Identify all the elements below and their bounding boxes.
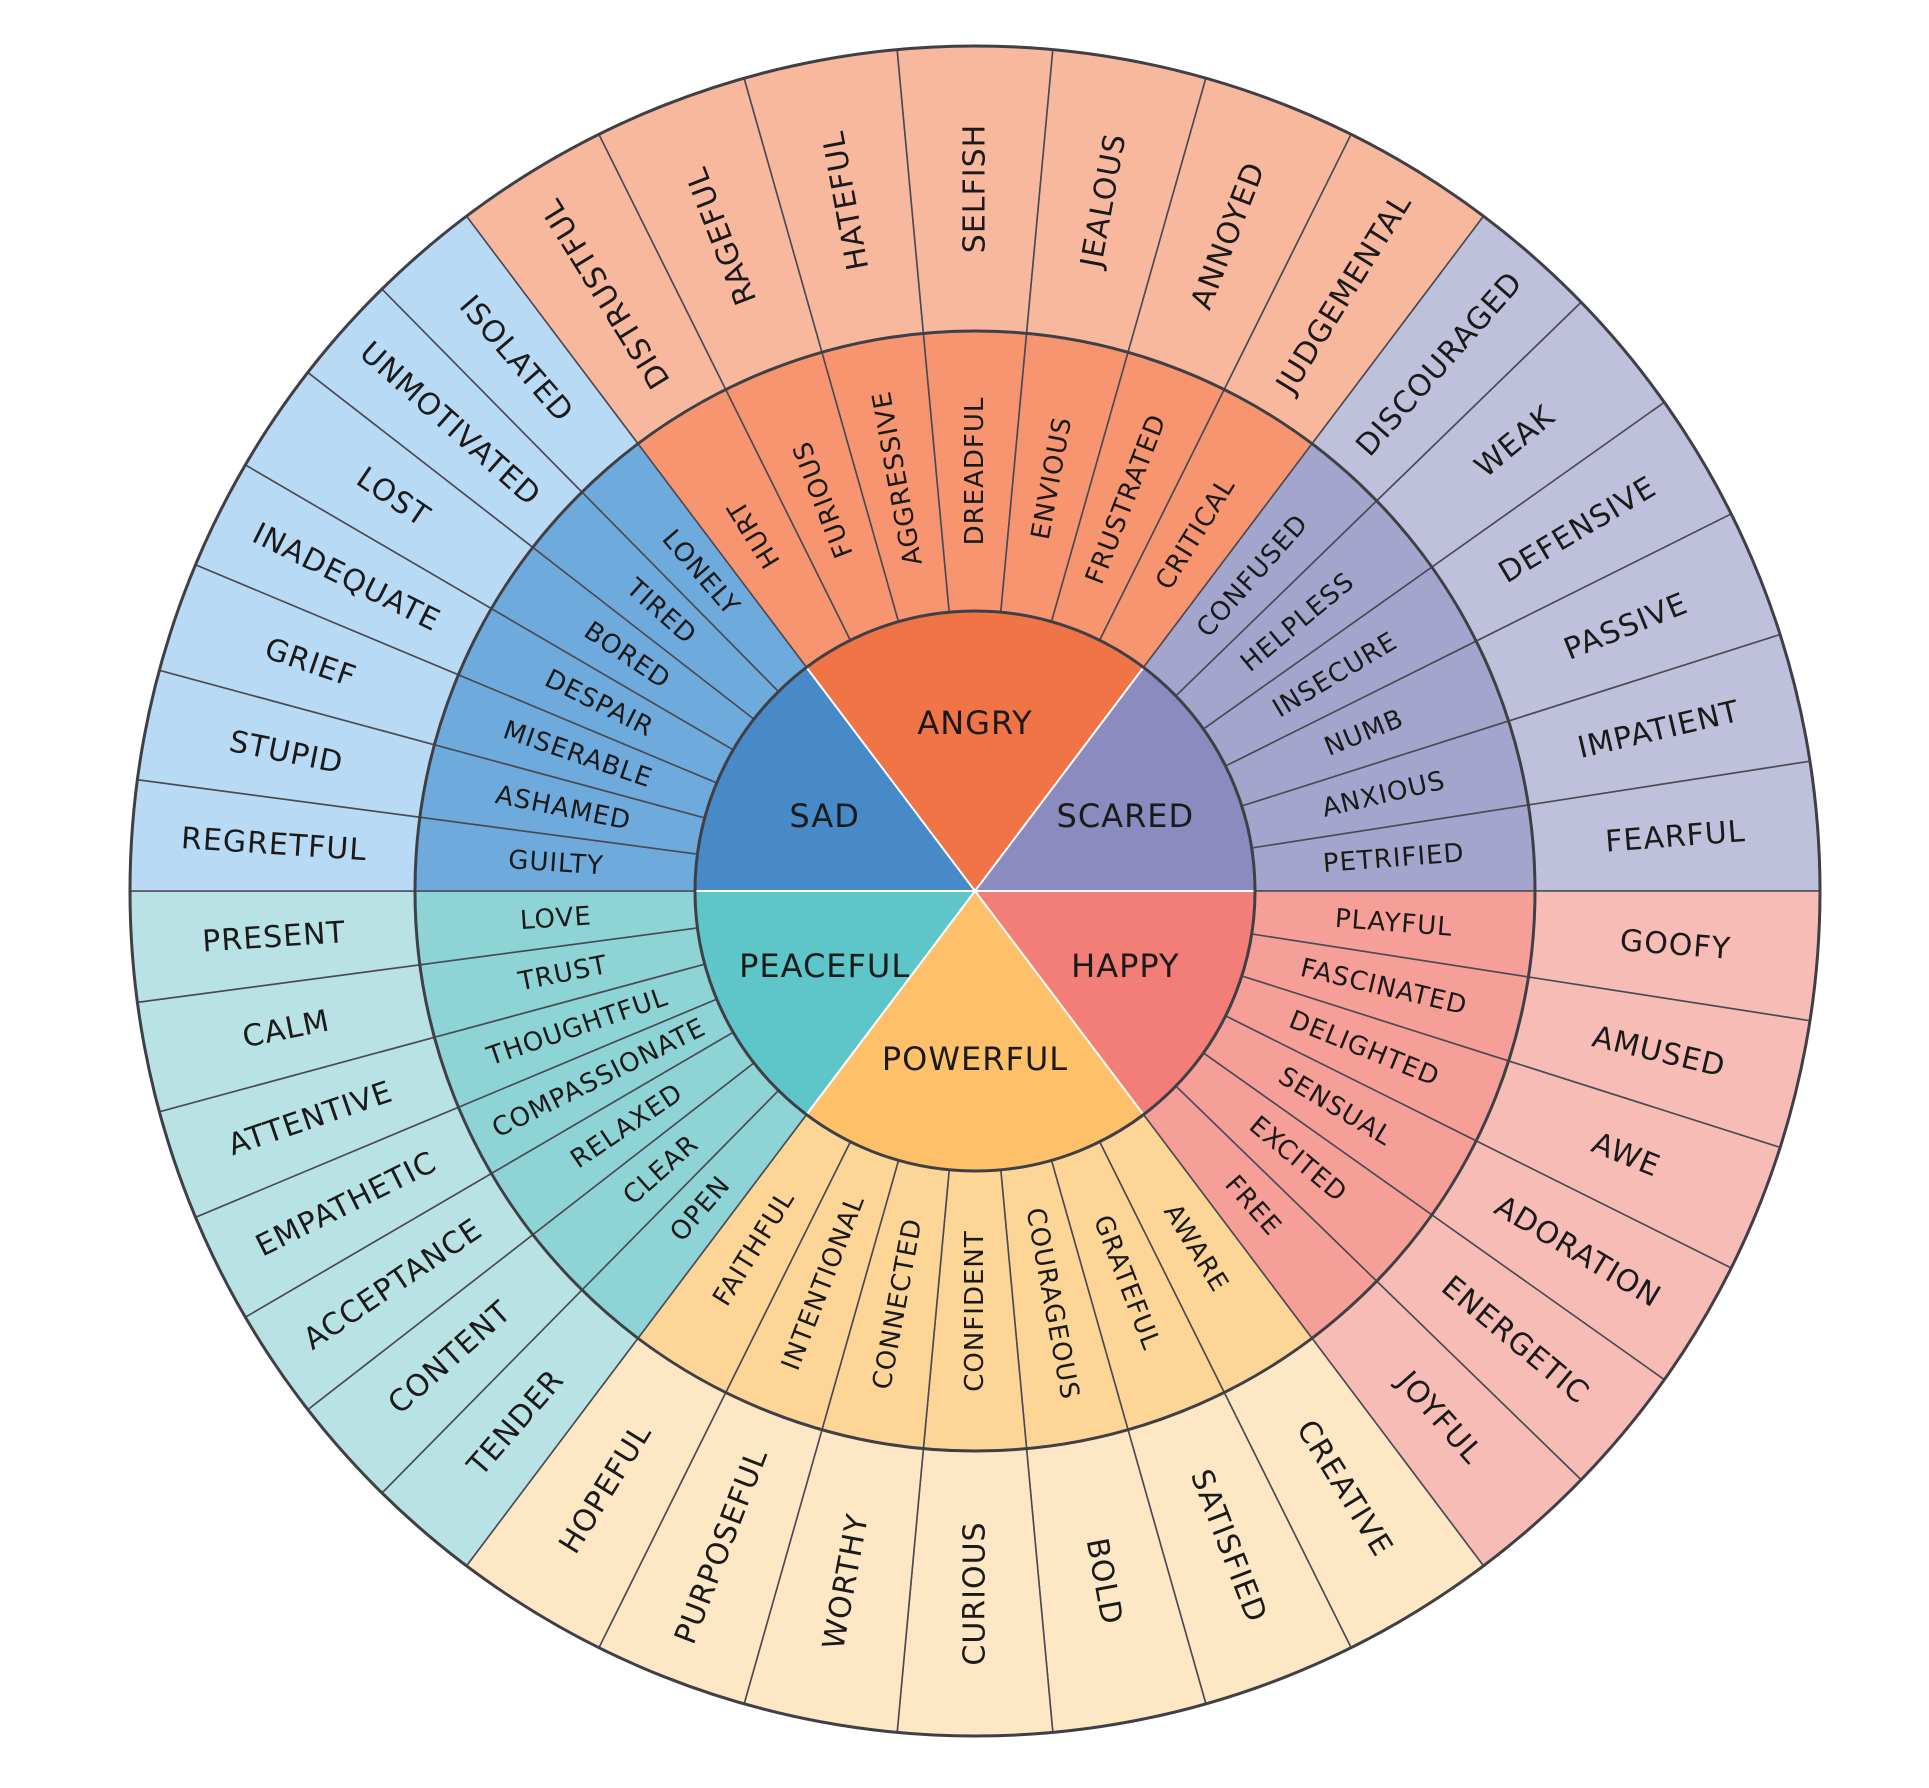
core-label-scared: SCARED — [1057, 797, 1195, 835]
core-sector-sad[interactable] — [695, 667, 975, 891]
core-label-angry: ANGRY — [917, 704, 1032, 742]
core-ring-outline — [693, 609, 1257, 1173]
core-label-powerful: POWERFUL — [882, 1040, 1068, 1078]
outer-label-selfish: SELFISH — [958, 124, 993, 253]
middle-ring-outline — [413, 329, 1537, 1453]
core-divider — [974, 666, 1145, 892]
core-label-happy: HAPPY — [1071, 947, 1179, 985]
core-divider — [805, 666, 976, 892]
core-label-peaceful: PEACEFUL — [739, 947, 910, 985]
outer-ring-outline — [128, 44, 1822, 1738]
core-sector-angry[interactable] — [806, 611, 1144, 891]
core-label-sad: SAD — [789, 797, 859, 835]
core-sector-scared[interactable] — [975, 667, 1255, 891]
core-sector-happy[interactable] — [975, 891, 1255, 1115]
core-divider — [805, 890, 976, 1116]
middle-label-love: LOVE — [519, 901, 593, 936]
outer-label-curious: CURIOUS — [958, 1521, 993, 1665]
middle-label-dreadful: DREADFUL — [960, 397, 990, 546]
core-divider — [974, 890, 1145, 1116]
core-sector-powerful[interactable] — [806, 891, 1144, 1171]
middle-label-confident: CONFIDENT — [960, 1230, 990, 1391]
outer-label-goofy: GOOFY — [1619, 923, 1732, 966]
middle-label-guilty: GUILTY — [507, 845, 604, 881]
core-sector-peaceful[interactable] — [695, 891, 975, 1115]
